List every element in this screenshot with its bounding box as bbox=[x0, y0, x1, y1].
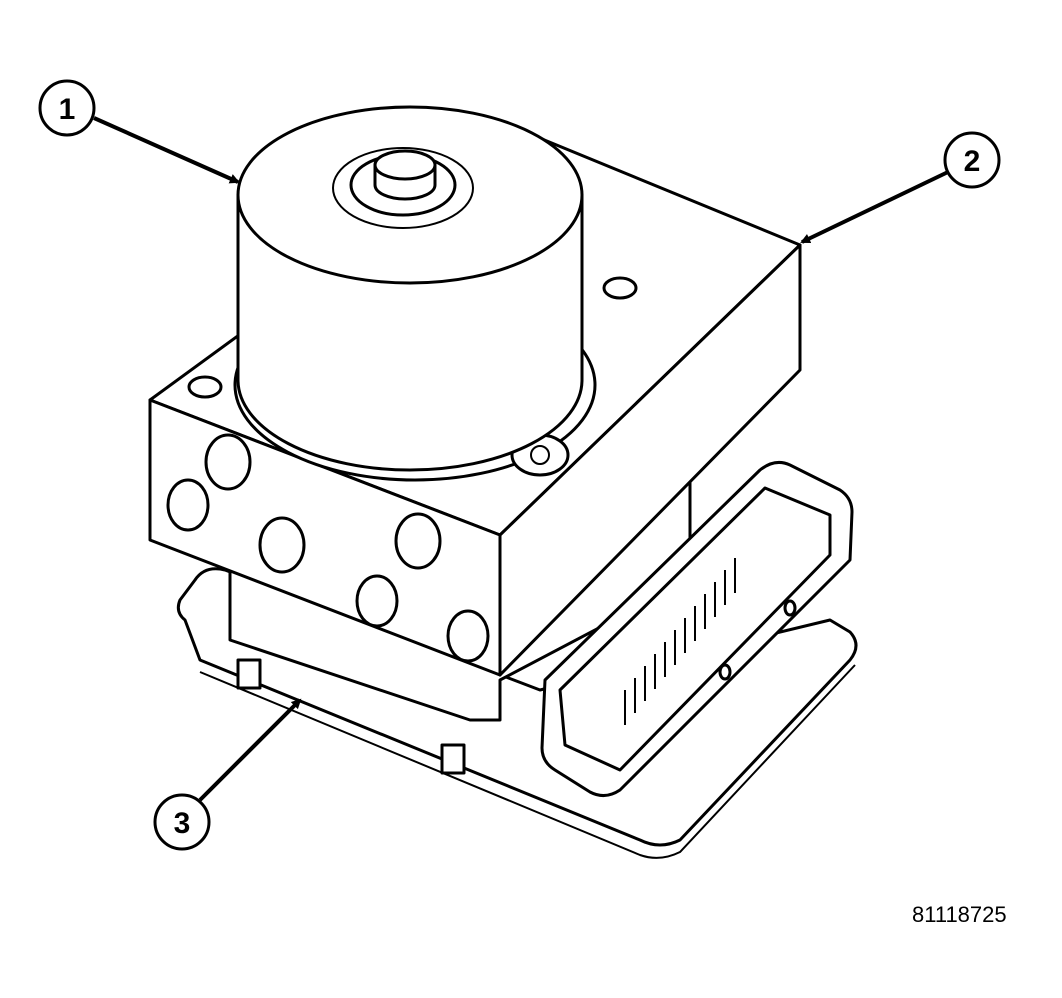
callout-1-label: 1 bbox=[59, 93, 76, 126]
callout-2: 2 bbox=[800, 131, 1001, 244]
pump-motor bbox=[233, 105, 597, 482]
callout-3: 3 bbox=[153, 698, 302, 851]
figure-number: 81118725 bbox=[912, 902, 1007, 927]
callout-1: 1 bbox=[38, 79, 240, 184]
electrical-connector bbox=[540, 460, 854, 797]
callout-3-label: 3 bbox=[174, 807, 191, 840]
callout-2-label: 2 bbox=[964, 145, 981, 178]
